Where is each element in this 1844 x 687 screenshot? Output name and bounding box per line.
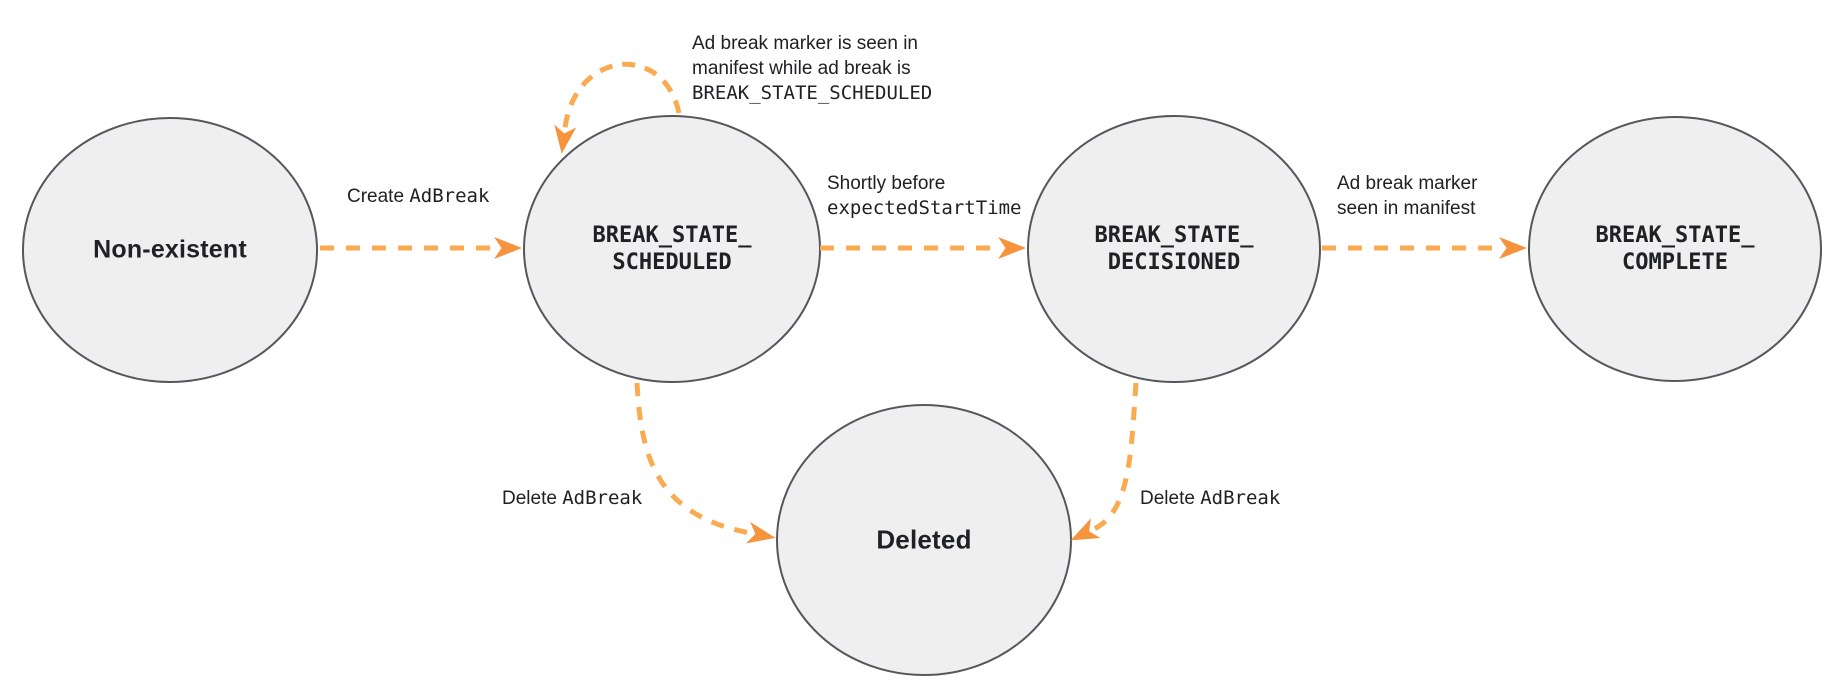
edge-label-delete-left-text: Delete	[502, 488, 563, 509]
edge-label-create-adbreak: Create AdBreak	[347, 184, 489, 209]
state-label-non-existent: Non-existent	[93, 235, 247, 264]
state-label-complete: BREAK_STATE_ COMPLETE	[1596, 222, 1755, 276]
edge-label-shortly-before-code: expectedStartTime	[827, 197, 1022, 219]
edge-label-delete-left-code: AdBreak	[562, 487, 643, 509]
edge-delete-right-arrow	[1070, 382, 1139, 541]
state-label-decisioned-line1: BREAK_STATE_	[1094, 223, 1254, 248]
edge-label-delete-right-code: AdBreak	[1200, 487, 1281, 509]
edge-label-marker-seen-line2: seen in manifest	[1337, 198, 1476, 219]
state-label-decisioned-line2: DECISIONED	[1107, 250, 1241, 275]
edge-self-loop-arrow	[554, 61, 682, 154]
edge-label-delete-right-text: Delete	[1140, 488, 1201, 509]
state-node-decisioned	[1027, 115, 1321, 383]
edge-label-create-adbreak-text: Create	[347, 186, 410, 207]
edge-label-marker-seen-line1: Ad break marker	[1337, 173, 1478, 194]
edge-label-self-loop-line2: manifest while ad break is	[692, 58, 911, 79]
state-label-decisioned: BREAK_STATE_ DECISIONED	[1095, 222, 1254, 276]
edge-label-marker-seen: Ad break marker seen in manifest	[1337, 171, 1477, 221]
state-label-scheduled-line2: SCHEDULED	[612, 250, 732, 275]
edge-label-shortly-before: Shortly before expectedStartTime	[827, 171, 1021, 221]
state-label-deleted: Deleted	[876, 524, 972, 555]
edge-label-self-loop-line1: Ad break marker is seen in	[692, 33, 918, 54]
edge-label-shortly-before-text: Shortly before	[827, 173, 946, 194]
state-label-complete-line1: BREAK_STATE_	[1595, 223, 1755, 248]
edge-label-self-loop: Ad break marker is seen in manifest whil…	[692, 31, 932, 106]
state-label-scheduled-line1: BREAK_STATE_	[592, 223, 752, 248]
state-node-complete	[1528, 116, 1822, 382]
edge-label-delete-right: Delete AdBreak	[1140, 486, 1280, 511]
edge-delete-left-arrow	[634, 382, 776, 544]
state-label-complete-line2: COMPLETE	[1622, 250, 1728, 275]
state-node-non-existent	[22, 117, 318, 383]
edge-label-create-adbreak-code: AdBreak	[409, 185, 490, 207]
edge-label-self-loop-code: BREAK_STATE_SCHEDULED	[692, 82, 933, 104]
state-label-scheduled: BREAK_STATE_ SCHEDULED	[593, 222, 752, 276]
edge-label-delete-left: Delete AdBreak	[502, 486, 642, 511]
